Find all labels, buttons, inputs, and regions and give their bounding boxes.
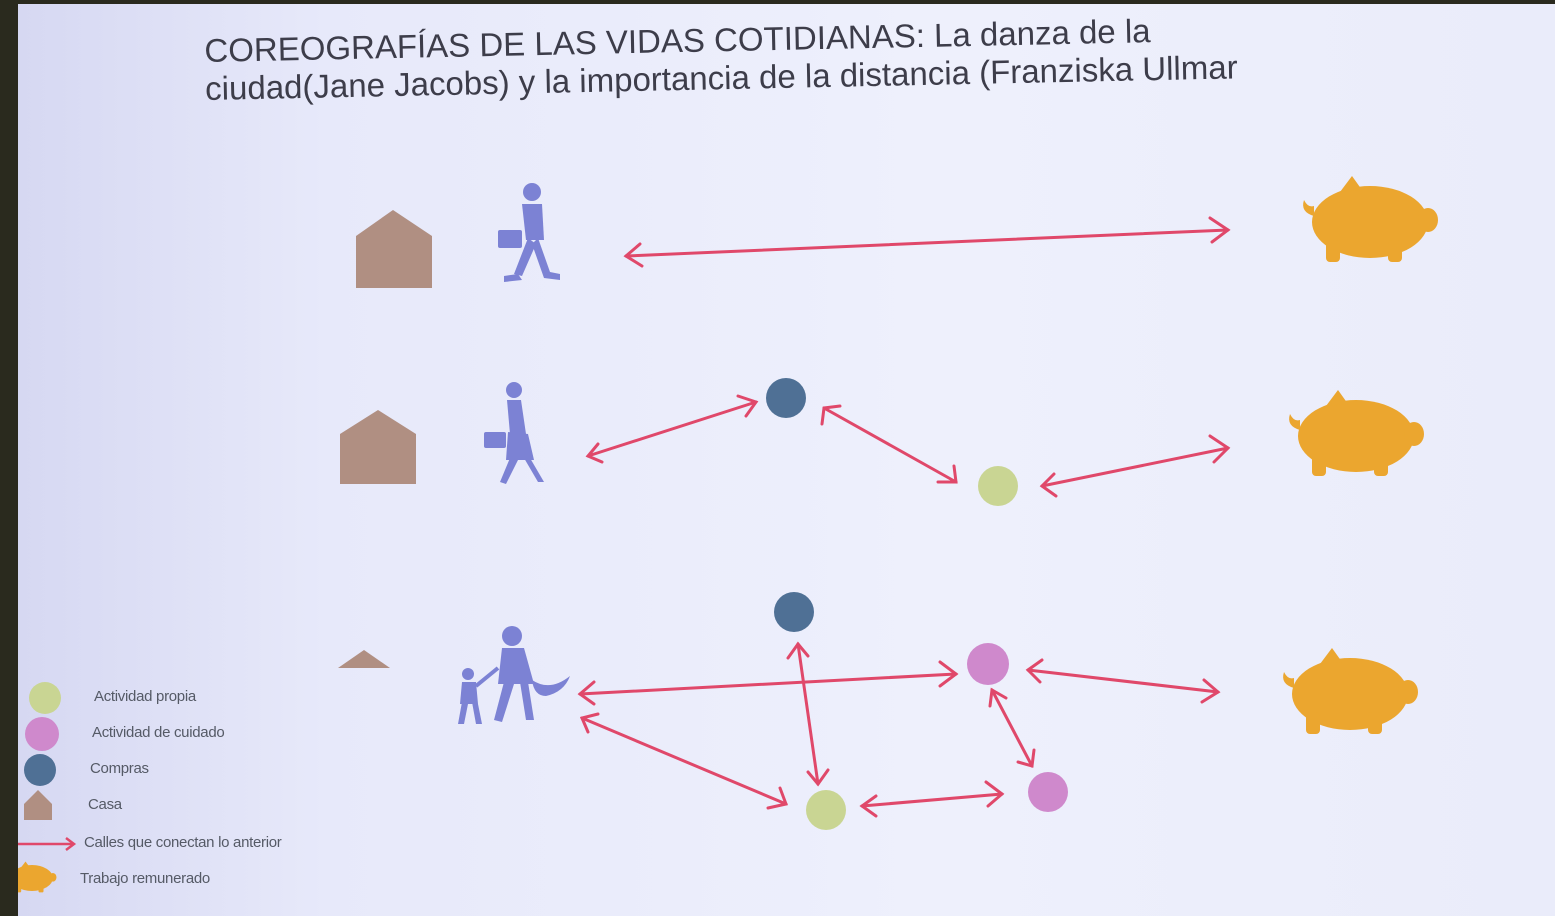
house-icon [338, 650, 390, 668]
green-dot-icon [29, 682, 61, 714]
legend-label-compras: Compras [90, 760, 149, 777]
path-home-to-work [623, 216, 1231, 268]
legend-label-actividad-cuidado: Actividad de cuidado [92, 724, 225, 741]
compras-dot [774, 592, 814, 632]
row-3 [338, 592, 1418, 830]
row-2-paths [585, 394, 1231, 498]
compras-dot [766, 378, 806, 418]
legend-label-trabajo: Trabajo remunerado [80, 870, 210, 887]
walking-man-icon [498, 183, 560, 282]
blue-dot-icon [24, 754, 56, 786]
piggy-bank-icon [18, 861, 57, 893]
mother-child-icon [458, 626, 570, 724]
legend-label-casa: Casa [88, 796, 122, 813]
row-2 [340, 378, 1424, 506]
actividad-propia-dot [978, 466, 1018, 506]
double-arrow-icon [18, 837, 77, 851]
house-icon [24, 790, 52, 820]
legend-label-calles: Calles que conectan lo anterior [84, 834, 282, 851]
house-icon [340, 410, 416, 484]
piggy-bank-icon [1289, 390, 1424, 476]
actividad-cuidado-dot [1028, 772, 1068, 812]
pink-dot-icon [25, 717, 59, 751]
actividad-propia-dot [806, 790, 846, 830]
house-icon [356, 210, 432, 288]
presentation-slide: COREOGRAFÍAS DE LAS VIDAS COTIDIANAS: La… [18, 4, 1555, 916]
row-3-paths [577, 641, 1221, 818]
piggy-bank-icon [1303, 176, 1438, 262]
choreography-diagram [338, 176, 1438, 830]
piggy-bank-icon [1283, 648, 1418, 734]
actividad-cuidado-dot [967, 643, 1009, 685]
walking-woman-icon [484, 382, 544, 484]
row-1 [356, 176, 1438, 288]
legend-label-actividad-propia: Actividad propia [94, 688, 196, 705]
